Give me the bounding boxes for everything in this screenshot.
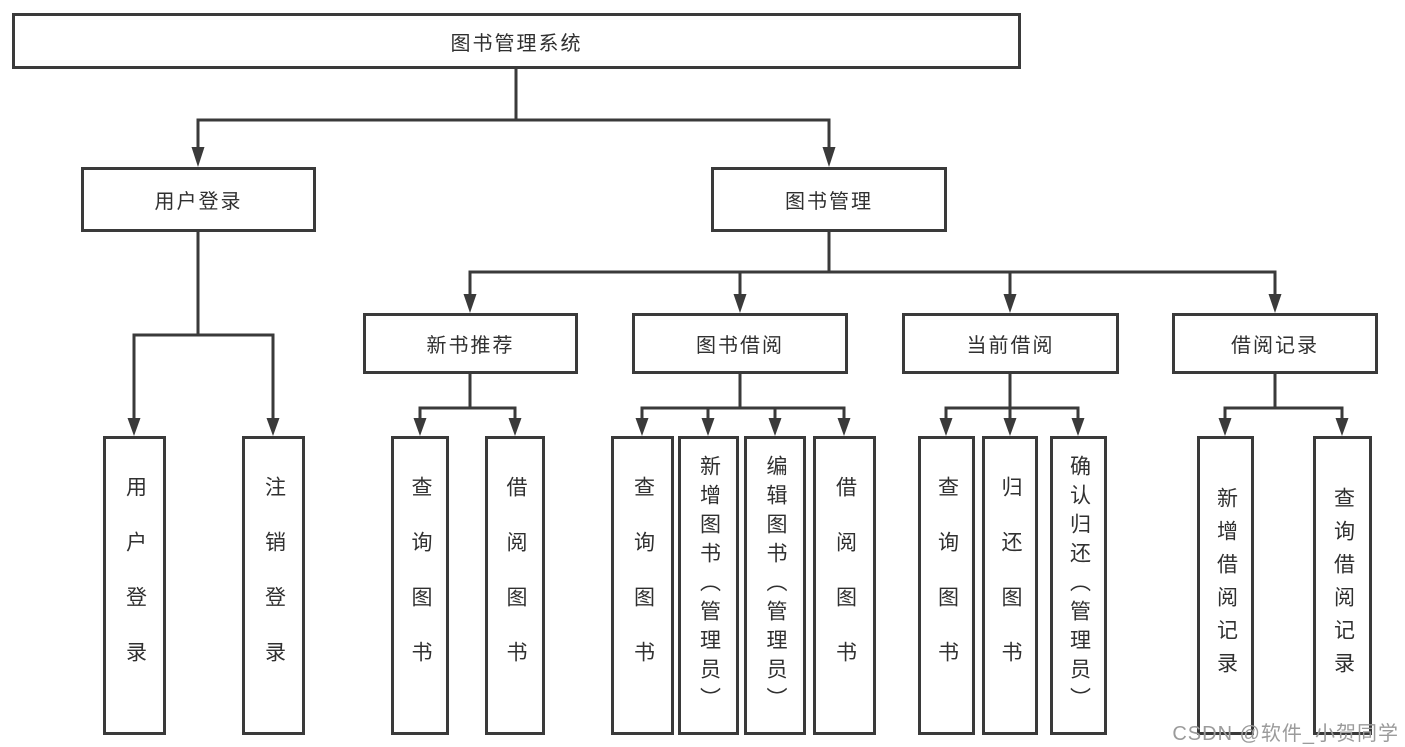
node-borrowing-records: 借阅记录 — [1172, 313, 1378, 374]
node-user-login: 用户登录 — [81, 167, 316, 232]
node-label: 图书管理系统 — [450, 32, 583, 55]
node-label: 新增图书（管理员） — [697, 455, 721, 716]
node-label: 借阅图书 — [833, 475, 857, 696]
arrowhead-icons — [127, 147, 1349, 436]
leaf-edit-book-admin: 编辑图书（管理员） — [744, 436, 806, 735]
node-label: 新增借阅记录 — [1214, 486, 1238, 685]
node-label: 用户登录 — [154, 191, 243, 213]
leaf-return-books: 归还图书 — [982, 436, 1038, 735]
node-label: 归还图书 — [999, 475, 1022, 696]
node-label: 图书借阅 — [696, 335, 784, 357]
node-label: 当前借阅 — [966, 335, 1055, 357]
node-label: 确认归还（管理员） — [1067, 455, 1091, 716]
node-label: 查询图书 — [631, 475, 655, 696]
leaf-query-books-recommend: 查询图书 — [391, 436, 449, 735]
node-label: 查询图书 — [935, 475, 959, 696]
node-label: 借阅图书 — [504, 475, 527, 696]
node-label: 图书管理 — [785, 191, 873, 213]
leaf-query-books-current: 查询图书 — [918, 436, 975, 735]
node-label: 借阅记录 — [1231, 335, 1319, 357]
watermark: CSDN @软件_小贺同学 — [1172, 723, 1399, 745]
leaf-add-book-admin: 新增图书（管理员） — [678, 436, 739, 735]
node-label: 新书推荐 — [426, 335, 515, 357]
node-new-book-recommend: 新书推荐 — [363, 313, 578, 374]
node-label: 注销登录 — [262, 475, 286, 696]
node-current-borrowing: 当前借阅 — [902, 313, 1119, 374]
node-label: 编辑图书（管理员） — [764, 455, 787, 716]
leaf-user-login: 用户登录 — [103, 436, 166, 735]
leaf-logout: 注销登录 — [242, 436, 305, 735]
leaf-confirm-return-admin: 确认归还（管理员） — [1050, 436, 1107, 735]
leaf-query-books-borrowing: 查询图书 — [611, 436, 674, 735]
node-library-system: 图书管理系统 — [12, 13, 1021, 69]
leaf-borrow-books-recommend: 借阅图书 — [485, 436, 545, 735]
node-label: 查询借阅记录 — [1331, 486, 1355, 685]
node-label: 查询图书 — [409, 475, 432, 696]
leaf-borrow-books-borrowing: 借阅图书 — [813, 436, 876, 735]
leaf-query-borrow-record: 查询借阅记录 — [1313, 436, 1372, 735]
node-book-borrowing: 图书借阅 — [632, 313, 848, 374]
node-book-management: 图书管理 — [711, 167, 947, 232]
leaf-add-borrow-record: 新增借阅记录 — [1197, 436, 1254, 735]
node-label: 用户登录 — [123, 475, 147, 696]
